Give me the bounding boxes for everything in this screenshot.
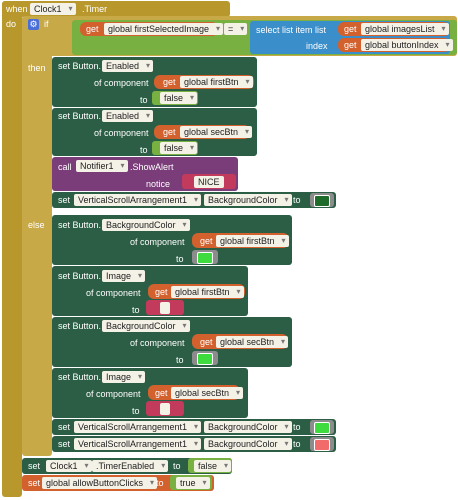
get-label: get [155, 287, 168, 297]
first-selected-image-dropdown[interactable]: global firstSelectedImage [104, 23, 224, 35]
event-name: .Timer [82, 4, 108, 14]
of-component-label: of component [130, 237, 185, 247]
first-btn-dropdown[interactable]: global firstBtn [180, 76, 253, 88]
dark-green-color-swatch[interactable] [314, 195, 330, 207]
call-label: call [58, 162, 72, 172]
then-label: then [28, 63, 46, 73]
vsa-component-dropdown[interactable]: VerticalScrollArrangement1 [74, 438, 202, 450]
true-dropdown[interactable]: true [176, 477, 210, 489]
to-label: to [140, 145, 148, 155]
false-dropdown[interactable]: false [160, 92, 198, 104]
bgcolor-property-dropdown[interactable]: BackgroundColor [204, 194, 292, 206]
set-button-label: set Button. [58, 61, 102, 71]
clock-component-dropdown[interactable]: Clock1 [30, 3, 76, 15]
pink-color-swatch[interactable] [314, 439, 330, 451]
green-color-swatch[interactable] [197, 252, 213, 264]
image-property-dropdown[interactable]: Image [102, 270, 146, 282]
to-label: to [156, 478, 164, 488]
set-button-label: set Button. [58, 271, 102, 281]
to-label: to [140, 95, 148, 105]
else-label: else [28, 220, 45, 230]
of-component-label: of component [86, 389, 141, 399]
compare-operator-dropdown[interactable]: = [224, 23, 248, 35]
set-button-label: set Button. [58, 372, 102, 382]
get-label: get [163, 77, 176, 87]
do-label: do [6, 19, 17, 29]
when-label: when [6, 4, 28, 14]
bgcolor-property-dropdown[interactable]: BackgroundColor [204, 421, 292, 433]
notice-label: notice [146, 179, 171, 189]
to-label: to [293, 422, 301, 432]
set-button-label: set Button. [58, 111, 102, 121]
set-label: set [28, 478, 41, 488]
timer-enabled-property-dropdown[interactable]: .TimerEnabled [92, 460, 169, 472]
if-label: if [44, 19, 49, 29]
vsa-component-dropdown[interactable]: VerticalScrollArrangement1 [74, 194, 202, 206]
get-label: get [344, 24, 357, 34]
false-dropdown[interactable]: false [194, 460, 232, 472]
notice-text-value[interactable]: NICE [194, 176, 224, 188]
green-color-swatch[interactable] [197, 353, 213, 365]
button-index-dropdown[interactable]: global buttonIndex [361, 39, 453, 51]
green-color-swatch[interactable] [314, 422, 330, 434]
to-label: to [132, 406, 140, 416]
to-label: to [132, 305, 140, 315]
false-dropdown[interactable]: false [160, 142, 198, 154]
sec-btn-dropdown[interactable]: global secBtn [180, 126, 253, 138]
of-component-label: of component [130, 338, 185, 348]
set-label: set [58, 195, 71, 205]
allow-button-clicks-dropdown[interactable]: global allowButtonClicks [42, 477, 158, 489]
get-label: get [86, 24, 99, 34]
enabled-property-dropdown[interactable]: Enabled [102, 60, 154, 72]
image-property-dropdown[interactable]: Image [102, 371, 146, 383]
get-label: get [200, 236, 213, 246]
empty-text-value[interactable] [160, 403, 170, 415]
select-list-item-label: select list item list [256, 25, 327, 35]
set-button-label: set Button. [58, 321, 102, 331]
to-label: to [293, 195, 301, 205]
empty-text-value[interactable] [160, 302, 170, 314]
set-label: set [58, 439, 71, 449]
first-btn-dropdown[interactable]: global firstBtn [216, 235, 289, 247]
bgcolor-property-dropdown[interactable]: BackgroundColor [102, 320, 190, 332]
get-label: get [155, 388, 168, 398]
clock-component-dropdown[interactable]: Clock1 [46, 460, 92, 472]
set-label: set [28, 461, 41, 471]
sec-btn-dropdown[interactable]: global secBtn [216, 336, 289, 348]
to-label: to [173, 461, 181, 471]
notifier-component-dropdown[interactable]: Notifier1 [76, 160, 128, 172]
first-btn-dropdown[interactable]: global firstBtn [171, 286, 244, 298]
set-label: set [58, 422, 71, 432]
of-component-label: of component [86, 288, 141, 298]
to-label: to [293, 439, 301, 449]
sec-btn-dropdown[interactable]: global secBtn [171, 387, 244, 399]
to-label: to [176, 355, 184, 365]
images-list-dropdown[interactable]: global imagesList [361, 23, 449, 35]
bgcolor-property-dropdown[interactable]: BackgroundColor [102, 219, 190, 231]
to-label: to [176, 254, 184, 264]
get-label: get [200, 337, 213, 347]
mutator-gear-icon[interactable]: ⚙ [28, 19, 39, 30]
of-component-label: of component [94, 128, 149, 138]
get-label: get [163, 127, 176, 137]
set-button-label: set Button. [58, 220, 102, 230]
index-label: index [306, 41, 328, 51]
enabled-property-dropdown[interactable]: Enabled [102, 110, 154, 122]
show-alert-method: .ShowAlert [130, 162, 174, 172]
bgcolor-property-dropdown[interactable]: BackgroundColor [204, 438, 292, 450]
vsa-component-dropdown[interactable]: VerticalScrollArrangement1 [74, 421, 202, 433]
event-body-rail [2, 1, 22, 497]
of-component-label: of component [94, 78, 149, 88]
if-block-rail [22, 16, 52, 456]
get-label: get [344, 40, 357, 50]
